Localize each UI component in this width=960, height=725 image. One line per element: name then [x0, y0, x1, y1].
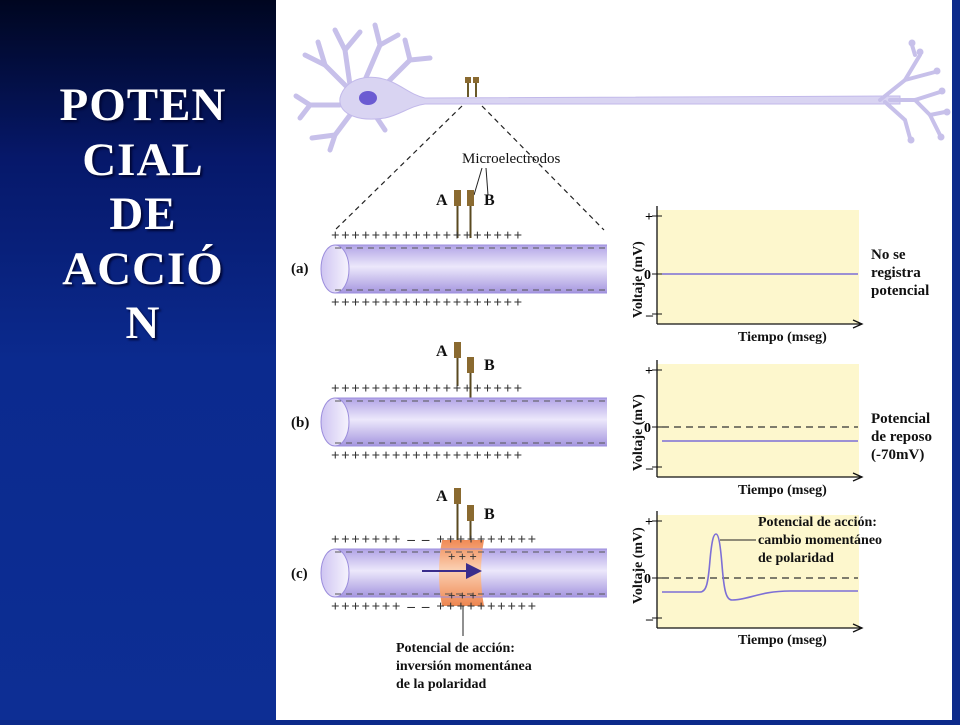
electrode-a [454, 342, 461, 386]
slide-title: POTEN CIAL DE ACCIÓ N [18, 78, 268, 351]
caption-line: Potencial de acción: [396, 641, 515, 656]
graph-c: + 0 – Voltaje (mV) Tiempo (mseg) [631, 511, 864, 648]
annotation-line: Potencial de acción: [758, 515, 877, 530]
row-label: (b) [291, 415, 309, 431]
trace-line [662, 533, 858, 601]
annotation-b: Potencial de reposo (-70mV) [871, 411, 932, 463]
graph-b: + 0 – Voltaje (mV) Tiempo (mseg) [631, 360, 864, 498]
title-line: N [125, 297, 161, 350]
figure-panel: Microelectrodos A B (a) ++++++++++++++++… [280, 0, 952, 720]
caption-line: inversión momentánea [396, 659, 532, 674]
y-axis-label: Voltaje (mV) [631, 241, 646, 318]
annotation-line: registra [871, 265, 921, 281]
y-zero: 0 [644, 421, 651, 436]
y-zero: 0 [644, 268, 651, 283]
title-line: ACCIÓ [62, 242, 224, 295]
row-label: (a) [291, 261, 309, 277]
title-line: DE [109, 188, 177, 241]
annotation-c: Potencial de acción: cambio momentáneo d… [758, 515, 882, 566]
charge-row-plus: +++++++++++++++++++ [331, 228, 524, 244]
action-potential-zone [439, 540, 484, 606]
axon-terminals [878, 43, 947, 140]
annotation-a: No se registra potencial [871, 247, 929, 299]
charge-row-mixed: +++++++ – – ++++++++++ [331, 599, 538, 615]
neuron-illustration [293, 22, 951, 153]
electrode-a-label: A [436, 192, 448, 209]
charge-row-plus: +++++++++++++++++++ [331, 381, 524, 397]
y-axis-label: Voltaje (mV) [631, 394, 646, 471]
graph-a: + 0 – Voltaje (mV) Tiempo (mseg) [631, 206, 864, 345]
electrode-a [454, 488, 461, 540]
y-minus: – [645, 612, 654, 627]
annotation-line: de reposo [871, 429, 932, 445]
row-c: A B (c) +++++++ – – ++++++++++ +++++++ –… [291, 488, 882, 692]
charge-row-plus: +++++++++++++++++++ [331, 448, 524, 464]
axon-segment [335, 398, 607, 446]
title-line: CIAL [82, 133, 204, 186]
y-plus: + [645, 515, 653, 530]
y-minus: – [645, 308, 654, 323]
x-axis-label: Tiempo (mseg) [738, 330, 827, 345]
nucleus [359, 91, 377, 105]
y-zero: 0 [644, 572, 651, 587]
annotation-line: (-70mV) [871, 447, 924, 463]
charge-row-mixed: +++++++ – – ++++++++++ [331, 532, 538, 548]
electrode-a [454, 190, 461, 238]
electrode-b [467, 190, 474, 238]
electrode-a-label: A [436, 488, 448, 505]
annotation-line: No se [871, 247, 906, 263]
microelectrodes-label: Microelectrodos [462, 151, 560, 167]
row-b: A B (b) +++++++++++++++++++ ++++++++++++… [291, 342, 932, 498]
annotation-line: Potencial [871, 411, 930, 427]
inner-charges: + + + [448, 588, 477, 603]
caption-line: de la polaridad [396, 677, 486, 692]
electrode-b-label: B [484, 192, 495, 209]
row-a: A B (a) +++++++++++++++++++ ++++++++++++… [291, 190, 929, 345]
annotation-line: de polaridad [758, 551, 834, 566]
y-plus: + [645, 210, 653, 225]
y-axis-label: Voltaje (mV) [631, 527, 646, 604]
panel-border [276, 0, 280, 720]
action-potential-figure: Microelectrodos A B (a) ++++++++++++++++… [291, 22, 951, 692]
electrode-b [467, 357, 474, 402]
zoom-lines [334, 105, 605, 231]
annotation-line: cambio momentáneo [758, 533, 882, 548]
electrode-b-label: B [484, 357, 495, 374]
inner-charges: + + + [448, 549, 477, 564]
title-panel: POTEN CIAL DE ACCIÓ N [0, 0, 276, 720]
electrode-b-label: B [484, 506, 495, 523]
electrode-a-label: A [436, 343, 448, 360]
row-label: (c) [291, 566, 308, 582]
slide-edge [952, 0, 960, 720]
axon-segment [335, 245, 607, 293]
axon-caption: Potencial de acción: inversión momentáne… [396, 641, 532, 692]
y-plus: + [645, 364, 653, 379]
x-axis-label: Tiempo (mseg) [738, 483, 827, 498]
annotation-line: potencial [871, 283, 929, 299]
x-axis-label: Tiempo (mseg) [738, 633, 827, 648]
title-line: POTEN [59, 79, 227, 131]
y-minus: – [645, 461, 654, 476]
charge-row-plus: +++++++++++++++++++ [331, 295, 524, 311]
